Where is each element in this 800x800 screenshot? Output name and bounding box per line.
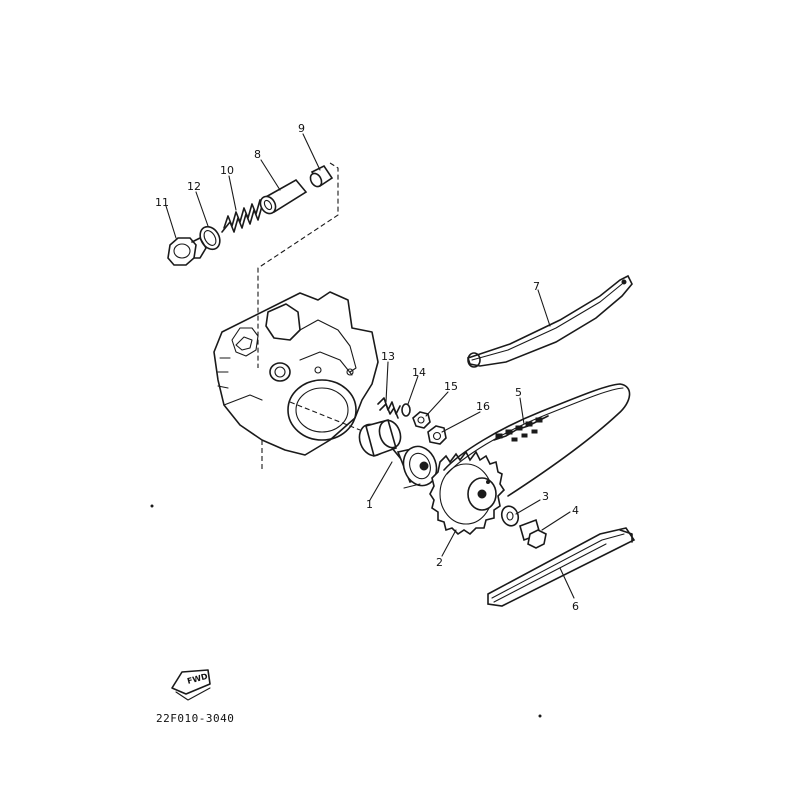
callout-1: 1	[366, 498, 373, 511]
callout-5: 5	[515, 386, 522, 399]
callout-11: 11	[155, 196, 169, 209]
drawing-code: 22F010-3040	[156, 712, 234, 725]
part-13-stud	[377, 397, 401, 419]
fwd-arrow-icon: FWD	[171, 669, 211, 701]
engine-case	[213, 291, 379, 456]
part-2-sprocket	[429, 450, 506, 536]
part-4-bolt	[519, 518, 547, 549]
part-8-tensioner-body	[259, 178, 308, 215]
part-11-plug	[167, 237, 207, 266]
part-7-tensioner-guide	[466, 274, 633, 368]
callout-3: 3	[542, 490, 549, 503]
callout-7: 7	[533, 280, 540, 293]
part-16-nut	[427, 425, 447, 445]
assembly-line	[257, 162, 361, 470]
callout-14: 14	[412, 366, 426, 379]
callout-2: 2	[436, 556, 443, 569]
callout-15: 15	[444, 380, 458, 393]
part-1-camshaft	[358, 419, 438, 489]
part-10-spring	[221, 199, 263, 233]
callout-12: 12	[187, 180, 201, 193]
part-3-washer	[500, 505, 520, 527]
callout-10: 10	[220, 164, 234, 177]
callout-4: 4	[572, 504, 579, 517]
part-5-cam-chain	[443, 383, 631, 497]
fwd-label: FWD	[186, 672, 209, 686]
part-12-gasket	[199, 225, 221, 251]
callout-6: 6	[572, 600, 579, 613]
part-9-cap	[309, 164, 334, 188]
callout-labels: 1 2 3 4 5 6 7 8 9 10 11 12 13 14 15 16	[155, 122, 579, 613]
part-6-chain-guide	[487, 527, 636, 607]
callout-16: 16	[476, 400, 490, 413]
callout-13: 13	[381, 350, 395, 363]
callout-9: 9	[298, 122, 305, 135]
callout-8: 8	[254, 148, 261, 161]
leader-lines	[165, 133, 575, 599]
part-14-oring	[401, 403, 411, 417]
